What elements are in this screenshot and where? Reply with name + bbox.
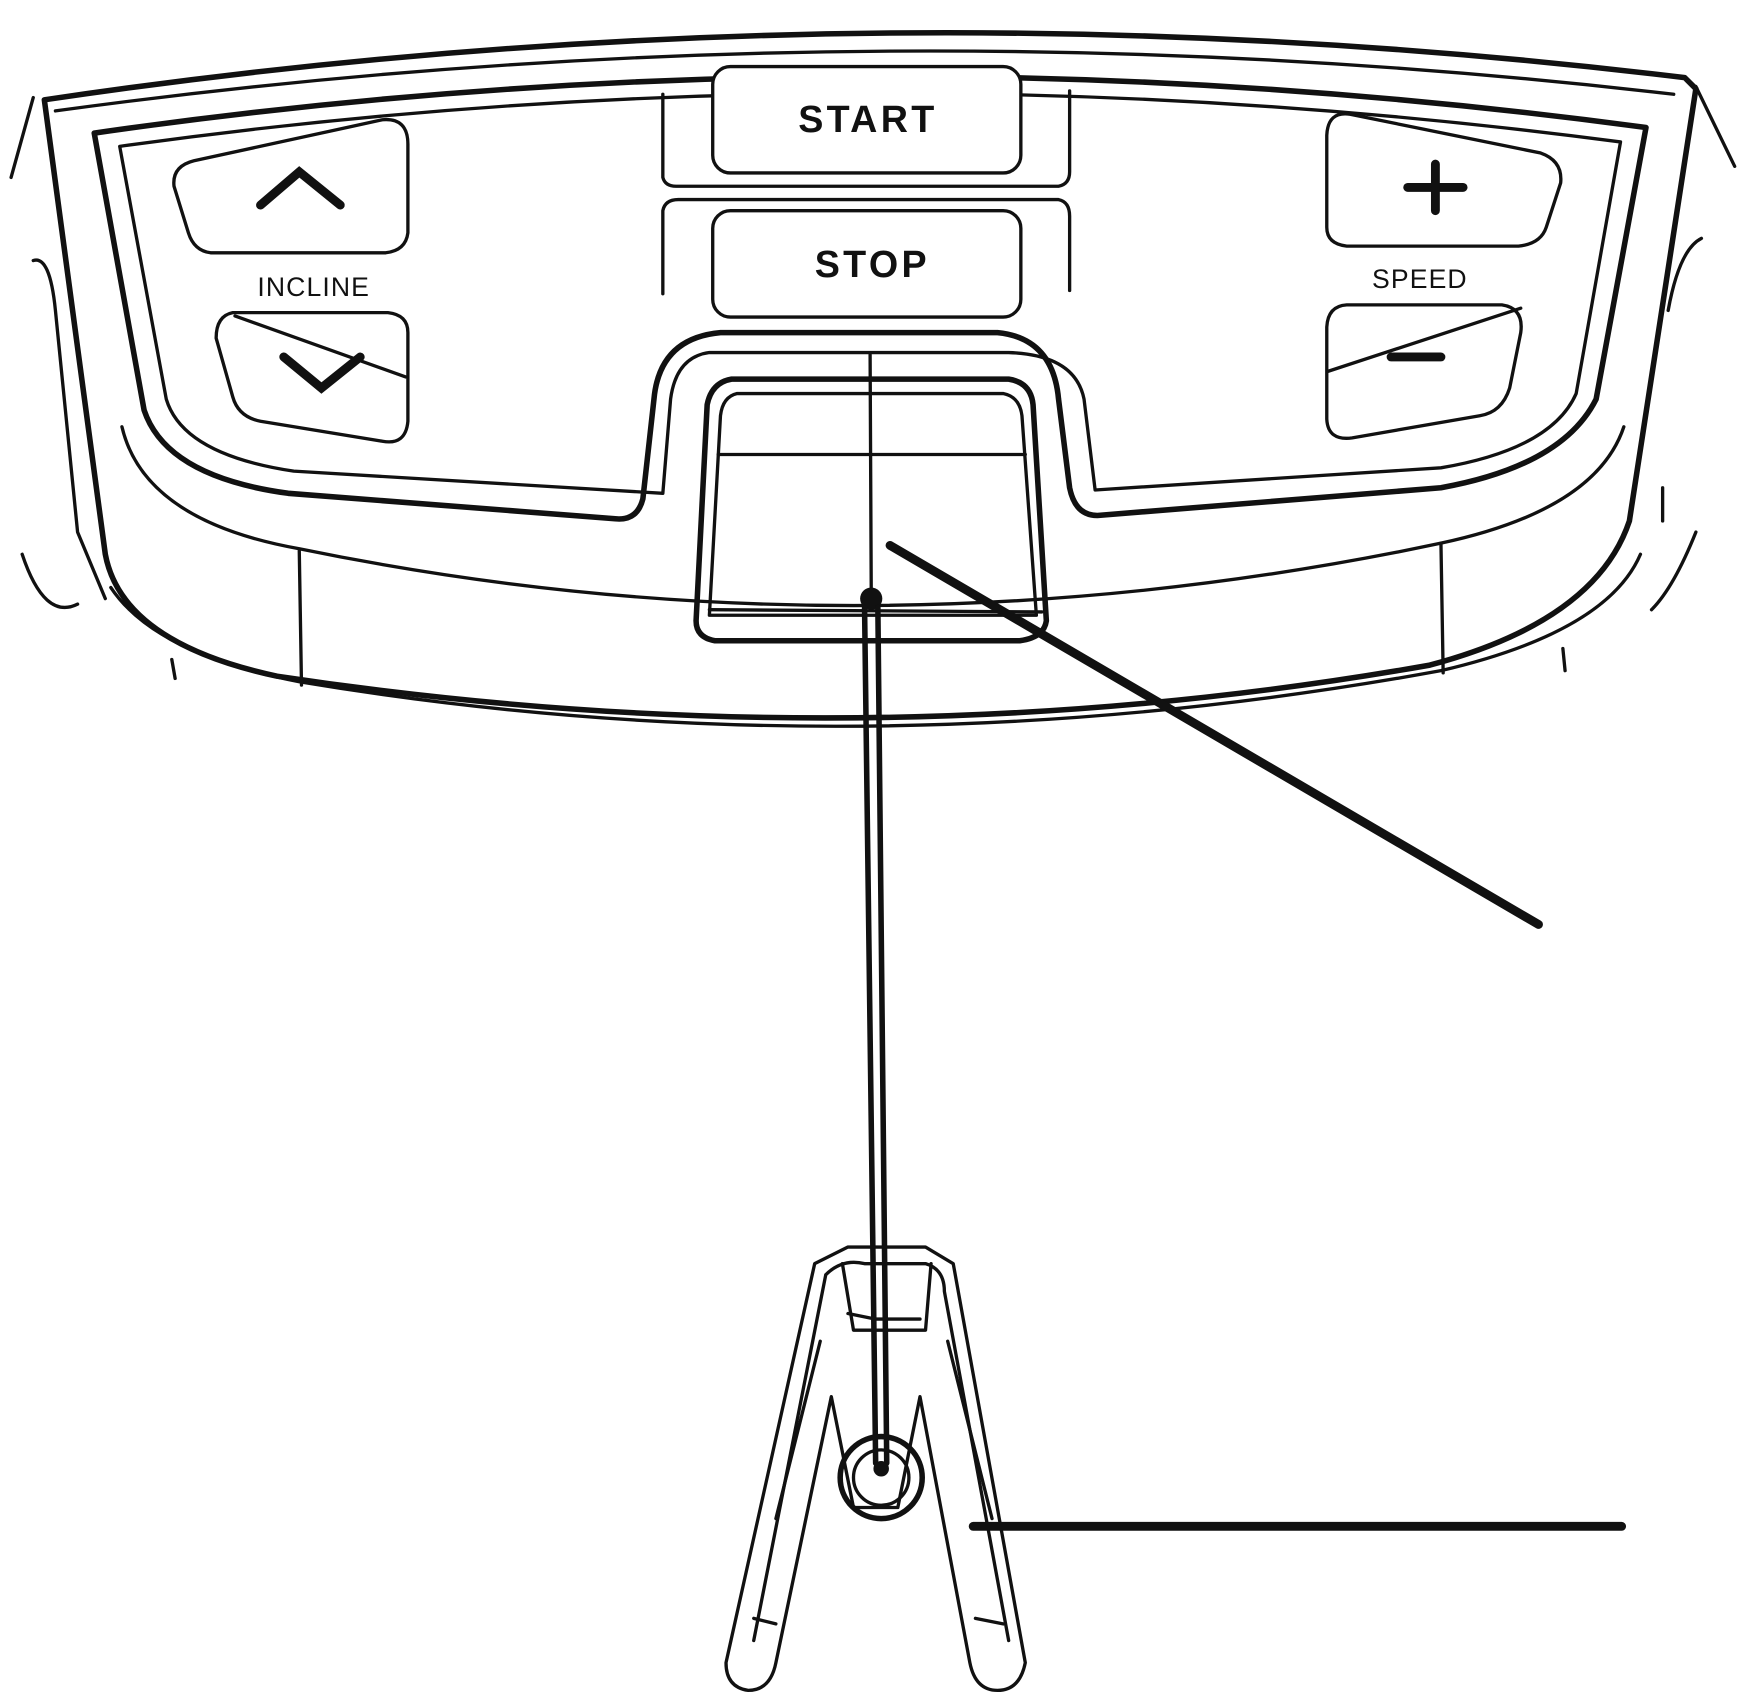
chevron-up-icon [256,166,345,210]
incline-down-button[interactable] [214,310,410,444]
start-label: START [798,98,937,140]
safety-key-slot [693,353,1050,644]
chevron-down-icon [279,352,365,394]
incline-up-button[interactable] [172,118,410,255]
stop-label: STOP [815,243,930,285]
incline-label: INCLINE [257,272,370,302]
start-stop-area [661,89,1072,296]
leader-line-key-slot [885,540,1543,929]
plus-icon [1403,159,1468,216]
stop-button[interactable]: STOP [711,208,1023,319]
speed-label: SPEED [1372,264,1468,294]
speed-up-button[interactable] [1325,112,1563,248]
start-button[interactable]: START [711,64,1023,175]
safety-clip [724,1245,1027,1693]
speed-down-button[interactable] [1325,303,1523,440]
